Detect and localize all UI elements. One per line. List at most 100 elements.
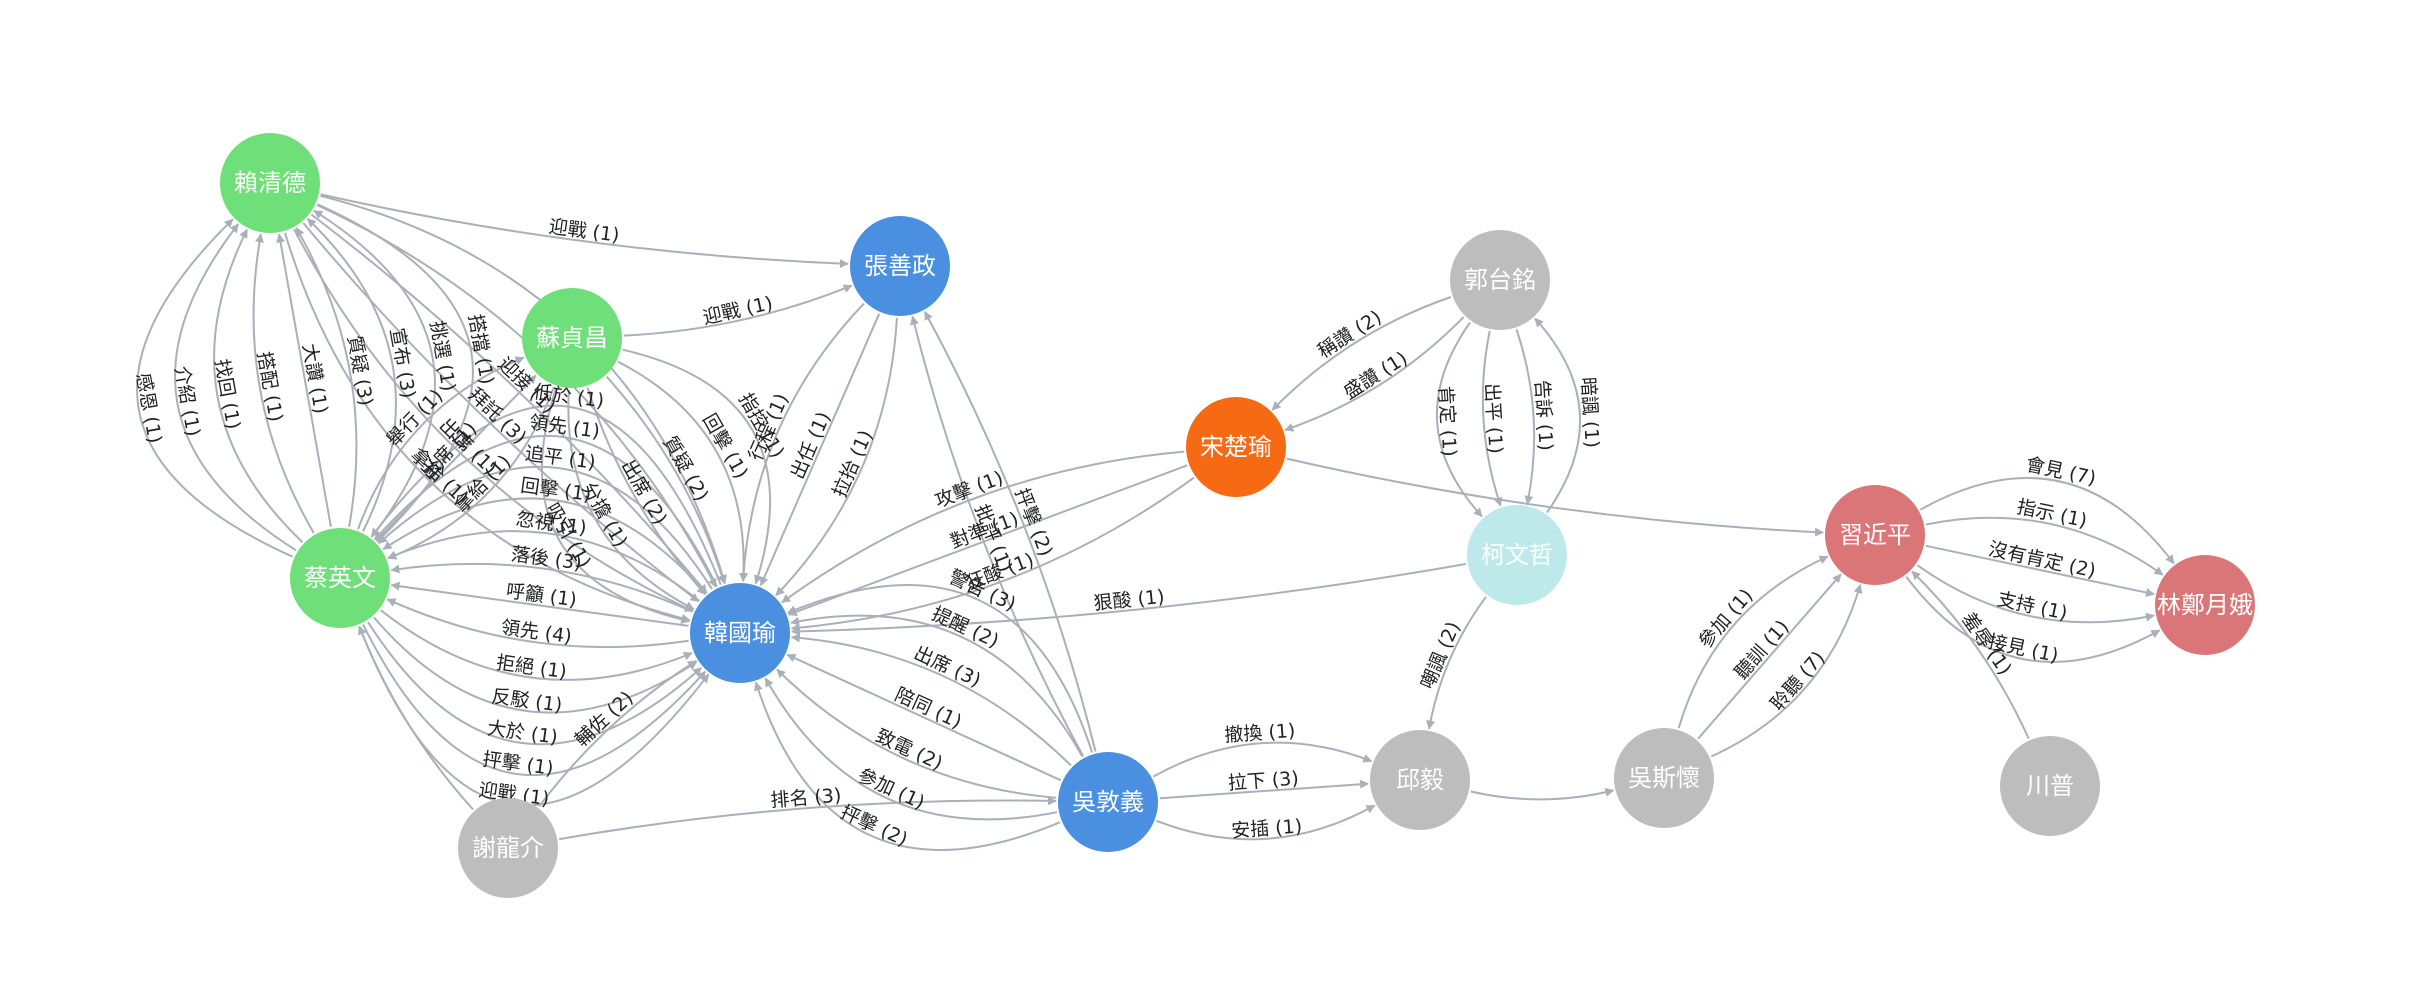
node-lai[interactable]: 賴清德 (220, 133, 320, 233)
node-lam[interactable]: 林鄭月娥 (2155, 555, 2255, 655)
edge-tsai-lai-10 (295, 227, 358, 527)
node-circle[interactable] (220, 133, 320, 233)
node-circle[interactable] (290, 528, 390, 628)
node-label: 宋楚瑜 (1200, 433, 1272, 461)
edge-gou-ko-55 (1481, 330, 1503, 507)
edge-label: 搭擋 (1) (464, 313, 498, 387)
node-label: 柯文哲 (1481, 541, 1553, 569)
node-su[interactable]: 蘇貞昌 (522, 288, 622, 388)
edge-label: 參加 (1) (1694, 585, 1757, 653)
edge-trump-xi-78 (1911, 570, 2030, 740)
node-circle[interactable] (1450, 230, 1550, 330)
edge-xie-wu-40 (559, 796, 1057, 841)
edge-label: 宣布 (3) (385, 326, 419, 400)
edge-wush-xi-71 (1697, 573, 1842, 740)
node-trump[interactable]: 川普 (2000, 736, 2100, 836)
edge-xie-han-39 (538, 660, 697, 807)
edge-label: 參加 (1) (854, 764, 928, 814)
edge-tsai-han-28 (373, 616, 698, 714)
node-circle[interactable] (2000, 736, 2100, 836)
edge-wu-qiu-66 (1156, 804, 1376, 841)
edge-tsai-su-23 (375, 374, 537, 542)
node-circle[interactable] (458, 798, 558, 898)
edge-su-han-20 (617, 360, 749, 582)
edge-label: 稱讚 (2) (1314, 306, 1386, 363)
edge-soong-han-49 (790, 476, 1195, 633)
edge-label: 追平 (1) (524, 442, 597, 473)
edge-gou-ko-54 (1515, 328, 1536, 505)
edge-label: 肯定 (1) (1434, 385, 1460, 457)
edge-su-han-16 (541, 387, 691, 624)
node-gou[interactable]: 郭台銘 (1450, 230, 1550, 330)
node-ko[interactable]: 柯文哲 (1467, 505, 1567, 605)
node-circle[interactable] (850, 216, 950, 316)
edge-han-tsai-34 (382, 497, 707, 595)
edge-wu-han-64 (764, 677, 1058, 821)
node-xie[interactable]: 謝龍介 (458, 798, 558, 898)
edge-han-tsai-31 (390, 581, 689, 627)
edge-tsai-han-27 (367, 621, 702, 746)
node-circle[interactable] (1467, 505, 1567, 605)
edge-label: 陪同 (1) (891, 684, 965, 734)
node-qiu[interactable]: 邱毅 (1370, 730, 1470, 830)
node-circle[interactable] (522, 288, 622, 388)
edge-label: 聽訓 (1) (1730, 616, 1793, 684)
edge-lai-zhang-0 (320, 193, 849, 269)
edge-label: 呼籲 (1) (505, 580, 578, 611)
edge-label: 領先 (4) (500, 617, 573, 648)
node-wu[interactable]: 吳敦義 (1058, 752, 1158, 852)
edge-han-tsai-32 (390, 562, 694, 613)
edge-tsai-lai-41 (136, 218, 294, 558)
edge-label: 致電 (2) (872, 725, 946, 775)
node-circle[interactable] (1614, 728, 1714, 828)
edge-label: 拉抬 (1) (829, 427, 878, 501)
node-circle[interactable] (1186, 397, 1286, 497)
edge-wu-han-59 (787, 584, 1094, 753)
edge-label: 告訴 (1) (1530, 379, 1556, 451)
edge-tsai-han-29 (380, 609, 693, 681)
node-xi[interactable]: 習近平 (1825, 485, 1925, 585)
edge-qiu-wush-69 (1470, 787, 1615, 801)
edge-label: 感恩 (1) (132, 371, 166, 445)
edge-label: 出任 (1) (787, 409, 836, 483)
edge-su-han-21 (622, 348, 771, 585)
edge-wu-qiu-67 (1159, 779, 1369, 800)
edge-zhang-han-44 (775, 317, 898, 597)
edge-ko-gou-53 (1534, 317, 1581, 514)
edge-label: 狠酸 (1) (1093, 586, 1166, 615)
edges-layer (136, 193, 2175, 851)
edge-xi-lam-74 (1916, 564, 2155, 624)
node-circle[interactable] (1825, 485, 1925, 585)
edge-label: 介紹 (1) (170, 365, 204, 439)
node-tsai[interactable]: 蔡英文 (290, 528, 390, 628)
node-wush[interactable]: 吳斯懷 (1614, 728, 1714, 828)
edge-xi-lam-75 (1925, 544, 2155, 597)
node-label: 邱毅 (1396, 766, 1444, 794)
edge-xi-lam-76 (1925, 516, 2164, 576)
edge-label: 出席 (3) (910, 642, 984, 692)
edge-gou-soong-52 (1271, 296, 1452, 411)
edge-ko-qiu-58 (1426, 596, 1487, 730)
edge-ko-han-50 (791, 563, 1466, 636)
node-soong[interactable]: 宋楚瑜 (1186, 397, 1286, 497)
edge-tsai-lai-12 (252, 233, 315, 534)
edge-label: 聆聽 (7) (1766, 647, 1829, 715)
edge-tsai-lai-8 (313, 209, 436, 538)
edge-tsai-su-24 (357, 356, 525, 530)
node-label: 蘇貞昌 (536, 324, 608, 352)
edge-wu-han-62 (786, 653, 1062, 782)
node-zhang[interactable]: 張善政 (850, 216, 950, 316)
edge-tsai-lai-13 (213, 228, 304, 543)
node-circle[interactable] (690, 583, 790, 683)
node-circle[interactable] (1058, 752, 1158, 852)
edge-soong-xi-57 (1286, 457, 1824, 537)
node-circle[interactable] (1370, 730, 1470, 830)
node-han[interactable]: 韓國瑜 (690, 583, 790, 683)
edge-zhang-han-43 (759, 313, 881, 587)
edge-zhang-han-42 (739, 302, 865, 582)
node-circle[interactable] (2155, 555, 2255, 655)
edge-soong-han-47 (781, 450, 1185, 604)
